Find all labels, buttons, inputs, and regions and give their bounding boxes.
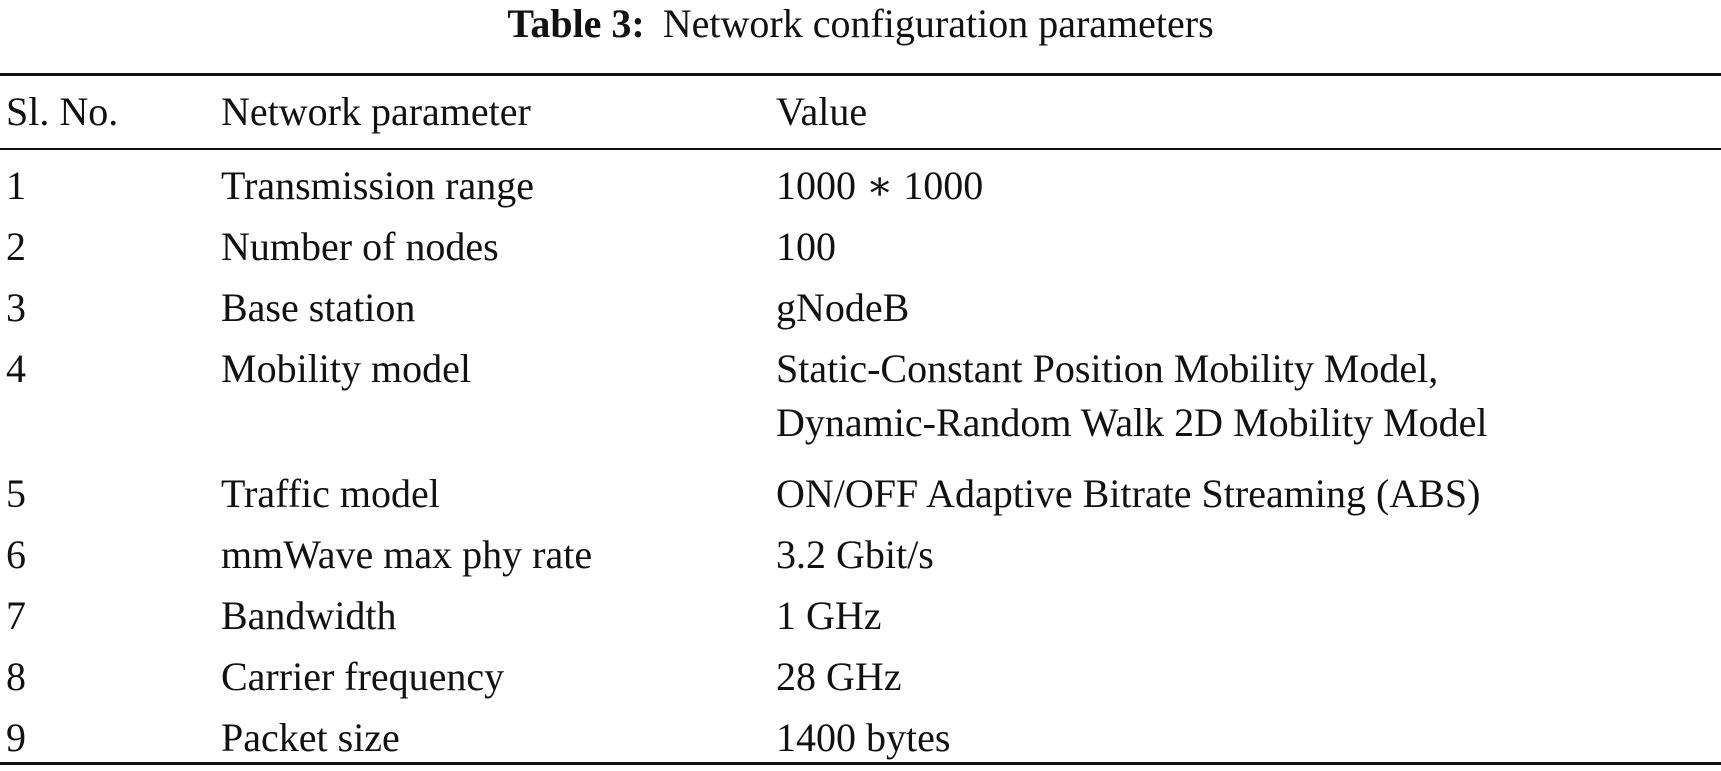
cell-value-line: Dynamic-Random Walk 2D Mobility Model — [776, 400, 1488, 445]
cell-value-line: Static-Constant Position Mobility Model, — [776, 346, 1439, 391]
cell-network-parameter: Base station — [221, 285, 416, 330]
cell-value: 28 GHz — [776, 651, 902, 703]
cell-sl-no: 3 — [6, 285, 26, 330]
header-value: Value — [776, 89, 868, 134]
cell-value-line: gNodeB — [776, 285, 910, 330]
bottom-rule — [0, 762, 1721, 765]
cell-network-parameter: mmWave max phy rate — [221, 532, 593, 577]
cell-network-parameter: Bandwidth — [221, 593, 397, 638]
cell-sl-no: 7 — [6, 593, 26, 638]
table-caption-label: Table 3: — [507, 1, 645, 46]
cell-value: 1000 ∗ 1000 — [776, 160, 983, 212]
cell-sl-no: 1 — [6, 163, 26, 208]
cell-value: gNodeB — [776, 282, 909, 334]
header-rule — [0, 148, 1721, 150]
cell-sl-no: 9 — [6, 715, 26, 760]
cell-network-parameter: Traffic model — [221, 471, 440, 516]
cell-sl-no: 2 — [6, 224, 26, 269]
cell-network-parameter: Mobility model — [221, 346, 471, 391]
cell-value-line: 28 GHz — [776, 654, 902, 699]
cell-sl-no: 5 — [6, 471, 26, 516]
cell-sl-no: 8 — [6, 654, 26, 699]
top-rule — [0, 73, 1721, 76]
cell-value: 1400 bytes — [776, 712, 950, 764]
table-caption-title: Network configuration parameters — [662, 1, 1214, 46]
cell-value: Static-Constant Position Mobility Model,… — [776, 343, 1488, 449]
cell-network-parameter: Carrier frequency — [221, 654, 505, 699]
cell-value-line: 3.2 Gbit/s — [776, 532, 934, 577]
cell-value-line: ON/OFF Adaptive Bitrate Streaming (ABS) — [776, 471, 1481, 516]
cell-value: 3.2 Gbit/s — [776, 529, 934, 581]
cell-value-line: 1 GHz — [776, 593, 882, 638]
table-caption: Table 3: Network configuration parameters — [0, 0, 1721, 48]
cell-value: 100 — [776, 221, 836, 273]
header-sl-no: Sl. No. — [6, 89, 119, 134]
cell-network-parameter: Transmission range — [221, 163, 534, 208]
header-network-parameter: Network parameter — [221, 89, 531, 134]
cell-network-parameter: Number of nodes — [221, 224, 499, 269]
cell-value: ON/OFF Adaptive Bitrate Streaming (ABS) — [776, 468, 1480, 520]
cell-sl-no: 6 — [6, 532, 26, 577]
cell-network-parameter: Packet size — [221, 715, 400, 760]
cell-value-line: 1400 bytes — [776, 715, 951, 760]
cell-value: 1 GHz — [776, 590, 882, 642]
cell-sl-no: 4 — [6, 346, 26, 391]
cell-value-line: 100 — [776, 224, 836, 269]
cell-value-line: 1000 ∗ 1000 — [776, 163, 984, 208]
